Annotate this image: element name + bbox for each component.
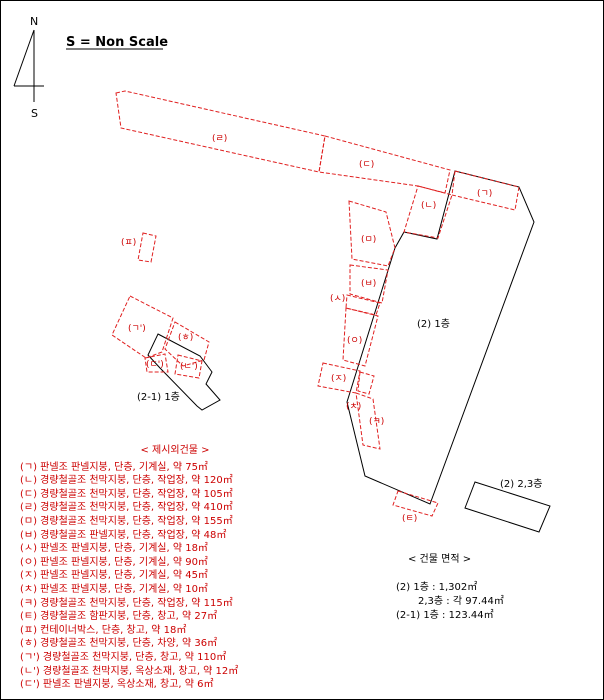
- label-main-building: (2) 1층: [417, 318, 450, 330]
- area-row: (2-1) 1층 : 123.44㎡: [396, 610, 494, 621]
- label-bieup: (ㅂ): [361, 279, 376, 289]
- label-siot: (ㅅ): [330, 294, 345, 304]
- legend-item: (ㄷ') 판넬조 판넬지붕, 옥상소재, 창고, 약 6㎡: [20, 679, 214, 691]
- outline-nieun-prime: [174, 354, 203, 379]
- legend-item: (ㅌ) 경량철골조 함판지붕, 단층, 창고, 약 27㎡: [20, 611, 218, 623]
- legend-item: (ㅂ) 경량철골조 판넬지붕, 단층, 작업장, 약 48㎡: [20, 529, 227, 541]
- extra-buildings-legend: < 제시외건물 > (ㄱ) 판넬조 판넬지붕, 단층, 기계실, 약 75㎡ (…: [20, 444, 320, 692]
- label-mieum: (ㅁ): [361, 235, 376, 245]
- outline-giyeok-prime: [111, 295, 174, 359]
- label-nieun: (ㄴ): [421, 201, 436, 211]
- outline-pieup: [137, 232, 157, 263]
- legend-item: (ㄷ) 경량철골조 천막지붕, 단층, 작업장, 약 105㎡: [20, 488, 233, 500]
- scale-title: S = Non Scale: [66, 35, 168, 50]
- label-rieul: (ㄹ): [212, 134, 227, 144]
- label-chieut: (ㅊ): [346, 402, 361, 412]
- label-ieung: (ㅇ): [347, 336, 362, 346]
- outline-digeut-prime: [144, 353, 169, 373]
- legend-item: (ㄹ) 경량철골조 천막지붕, 단층, 작업장, 약 410㎡: [20, 502, 233, 514]
- label-annex: (2-1) 1층: [137, 391, 180, 403]
- label-tieut: (ㅌ): [402, 514, 417, 524]
- outline-bieup: [349, 264, 389, 304]
- outline-ieung: [342, 307, 379, 367]
- label-digeut-prime: (ㄷ'): [146, 360, 164, 370]
- label-digeut: (ㄷ): [359, 160, 374, 170]
- north-arrow-icon: N S: [13, 15, 44, 120]
- area-title: < 건물 면적 >: [408, 554, 472, 565]
- south-label: S: [31, 107, 38, 120]
- legend-item: (ㅊ) 판넬조 판넬지붕, 단층, 기계실, 약 10㎡: [20, 583, 208, 595]
- building-area-table: < 건물 면적 > (2) 1층 : 1,302㎡ 2,3층 : 각 97.44…: [396, 553, 596, 623]
- legend-title: < 제시외건물 >: [140, 445, 210, 456]
- legend-item: (ㄱ') 경량철골조 천막지붕, 단층, 창고, 약 110㎡: [20, 651, 227, 663]
- legend-item: (ㅅ) 판넬조 판넬지붕, 단층, 기계실, 약 18㎡: [20, 543, 208, 555]
- outline-chieut: [357, 371, 375, 395]
- north-label: N: [30, 15, 38, 28]
- annex-building-outline: [147, 333, 221, 411]
- legend-item: (ㄴ') 경량철골조 천막지붕, 옥상소재, 창고, 약 12㎡: [20, 665, 239, 677]
- label-hieut: (ㅎ): [178, 333, 193, 343]
- legend-item: (ㅍ) 컨테이너박스, 단층, 창고, 약 18㎡: [20, 624, 187, 636]
- outline-digeut: [318, 135, 451, 194]
- label-upper-floors: (2) 2,3층: [500, 478, 542, 490]
- legend-item: (ㄱ) 판넬조 판넬지붕, 단층, 기계실, 약 75㎡: [20, 461, 208, 473]
- label-giyeok-prime: (ㄱ'): [128, 324, 146, 334]
- area-row: (2) 1층 : 1,302㎡: [396, 582, 478, 593]
- legend-item: (ㅎ) 경량철골조 천막지붕, 단층, 차양, 약 36㎡: [20, 638, 218, 650]
- legend-item: (ㅁ) 경량철골조 천막지붕, 단층, 작업장, 약 155㎡: [20, 515, 233, 527]
- label-jieut: (ㅈ): [331, 374, 346, 384]
- legend-item: (ㄴ) 경량철골조 천막지붕, 단층, 작업장, 약 120㎡: [20, 475, 233, 487]
- upper-floor-building-outline: [464, 481, 551, 533]
- outline-nieun: [403, 185, 453, 239]
- outline-giyeok: [451, 170, 520, 211]
- outline-tieut: [392, 490, 439, 517]
- outline-hieut: [164, 321, 210, 367]
- label-pieup: (ㅍ): [121, 238, 136, 248]
- outline-kieuk: [355, 392, 381, 450]
- legend-item: (ㅈ) 판넬조 판넬지붕, 단층, 기계실, 약 45㎡: [20, 570, 208, 582]
- outline-mieum: [348, 200, 396, 267]
- outline-rieul: [115, 90, 326, 173]
- label-kieuk: (ㅋ): [369, 417, 384, 427]
- main-building-outline: [346, 170, 535, 505]
- legend-item: (ㅋ) 경량철골조 천막지붕, 단층, 작업장, 약 115㎡: [20, 597, 233, 609]
- label-giyeok: (ㄱ): [477, 189, 492, 199]
- legend-item: (ㅇ) 판넬조 판넬지붕, 단층, 기계실, 약 90㎡: [20, 556, 208, 568]
- area-row: 2,3층 : 각 97.44㎡: [418, 596, 504, 607]
- label-nieun-prime: (ㄴ'): [180, 362, 198, 372]
- outline-siot: [345, 294, 381, 316]
